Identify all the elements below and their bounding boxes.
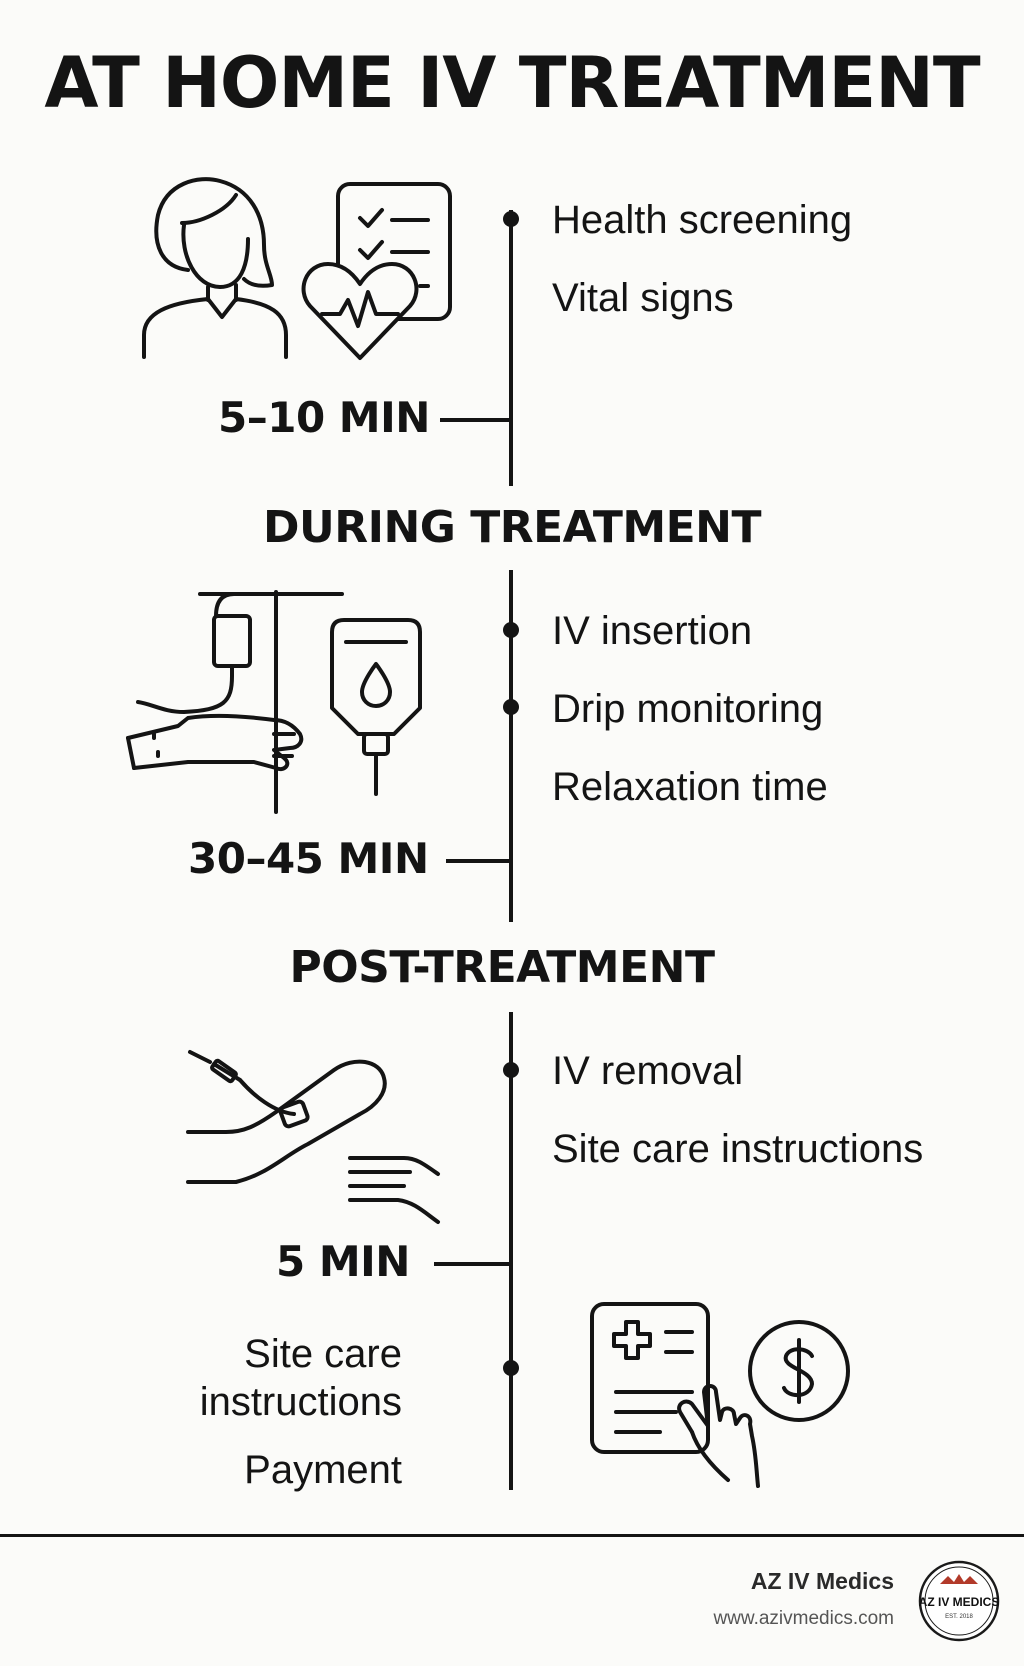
section-heading: DURING TREATMENT — [262, 502, 762, 553]
timeline-dot — [503, 211, 519, 227]
list-item: Relaxation time — [552, 765, 828, 809]
duration-label: 5 MIN — [276, 1237, 410, 1286]
iv-removal-arm-icon — [186, 1050, 440, 1224]
timeline-line-section-2 — [509, 570, 513, 922]
timeline-dot — [503, 1360, 519, 1376]
dollar-coin-icon — [748, 1320, 850, 1422]
logo-est: EST. 2018 — [945, 1614, 973, 1620]
logo-text: AZ IV MEDICS — [919, 1595, 1000, 1609]
timeline-dot — [503, 622, 519, 638]
iv-bag-icon — [330, 618, 422, 796]
list-item: Drip monitoring — [552, 687, 824, 731]
timeline-line-section-1 — [509, 210, 513, 486]
list-item: Health screening — [552, 198, 853, 242]
timeline-dot — [503, 699, 519, 715]
list-item: Site care instructions — [552, 1127, 924, 1171]
timeline-line-section-3 — [509, 1012, 513, 1490]
brand-logo-icon: AZ IV MEDICS EST. 2018 — [919, 1560, 1000, 1642]
medical-form-tap-icon — [590, 1302, 760, 1488]
left-list-item: Payment — [244, 1448, 402, 1492]
duration-tick — [434, 1262, 510, 1266]
iv-arm-drip-icon — [126, 590, 344, 814]
website-url[interactable]: www.azivmedics.com — [713, 1608, 894, 1629]
duration-tick — [446, 859, 510, 863]
brand-name: AZ IV Medics — [750, 1568, 894, 1594]
duration-label: 5–10 MIN — [218, 393, 430, 442]
section-heading: POST-TREATMENT — [289, 942, 715, 993]
timeline-dot — [503, 1062, 519, 1078]
list-item: Vital signs — [552, 276, 734, 320]
page-title: AT HOME IV TREATMENT — [44, 42, 980, 124]
footer-divider — [0, 1534, 1024, 1537]
patient-woman-icon — [142, 177, 288, 359]
checklist-heart-icon — [301, 182, 452, 360]
duration-label: 30–45 MIN — [188, 834, 429, 883]
left-list-item: Site care instructions — [199, 1332, 402, 1424]
list-item: IV insertion — [552, 609, 753, 653]
duration-tick — [440, 418, 510, 422]
list-item: IV removal — [552, 1049, 744, 1093]
